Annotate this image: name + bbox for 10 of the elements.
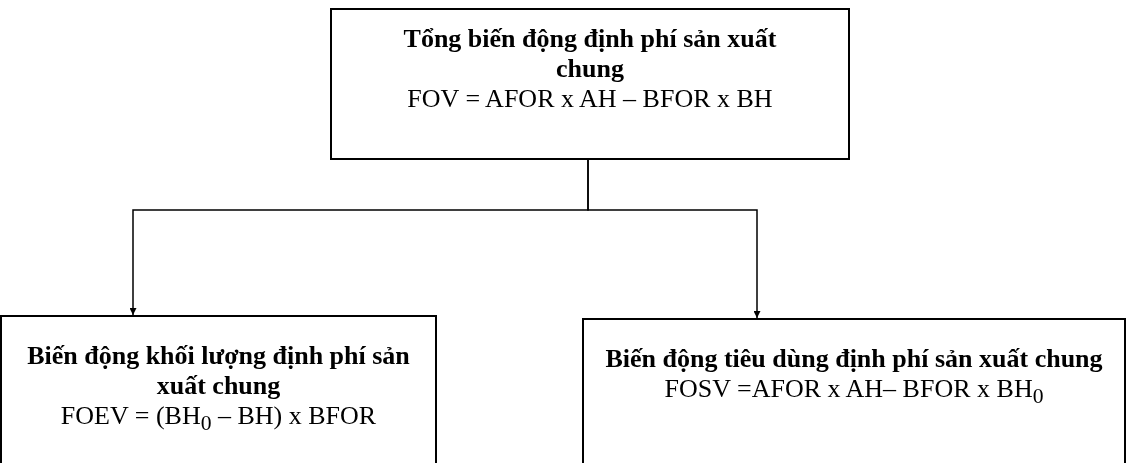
process-box [582,318,1126,463]
formula-text: FOSV =AFOR x AH– BFOR x BH$_{0}$ [663,374,1045,411]
formula-text: FOEV = (BH$_{0}$ – BH) x BFOR [59,401,378,438]
box-heading: Tổng biến động định phí sản xuất chung [402,24,778,84]
formula-text: FOV = AFOR x AH – BFOR x BH [406,84,774,114]
box-heading: Biến động khối lượng định phí sản xuất chung [26,341,411,401]
box-heading: Biến động tiêu dùng định phí sản xuất chung [604,344,1104,374]
arrow [587,159,761,319]
process-box [0,315,437,463]
process-box [330,8,850,160]
